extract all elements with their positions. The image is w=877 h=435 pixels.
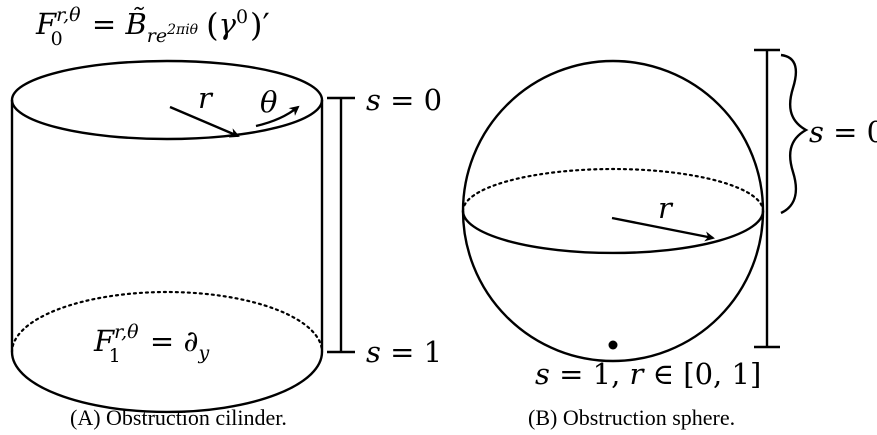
- radius-label: r: [198, 81, 214, 115]
- sphere-radius-label: r: [658, 191, 674, 225]
- top-formula-lhs-sub: 0: [51, 28, 63, 50]
- sphere-bottom-point: [608, 340, 618, 350]
- top-formula-gamma: γ: [219, 7, 237, 41]
- scale-top-rest: = 0: [381, 83, 442, 117]
- bottom-formula-lhs-sub: 1: [109, 345, 121, 367]
- radius-arrow: [169, 105, 240, 138]
- sphere-radius-arrow: [611, 216, 715, 242]
- bottom-formula-partial: ∂: [183, 324, 198, 358]
- top-formula-rhs-sub-sup: 2πiθ: [166, 22, 199, 38]
- top-formula-rhs-base: B̃: [124, 7, 146, 41]
- scale-bottom-label: s = 1: [366, 335, 442, 369]
- brace-label: s = 0: [809, 115, 877, 149]
- top-formula-paren-open: (: [206, 6, 218, 44]
- brace-label-var: s: [809, 115, 824, 149]
- point-label-in: ∈ [0, 1]: [643, 357, 761, 391]
- theta-arrow: [255, 105, 300, 128]
- top-formula-eq: =: [83, 7, 126, 41]
- brace-label-rest: = 0: [824, 115, 877, 149]
- scale-bottom-var: s: [366, 335, 381, 369]
- top-formula-paren-close: )′: [250, 6, 270, 44]
- equator-front-arc: [461, 210, 765, 255]
- bottom-formula-lhs-base: F: [93, 324, 115, 358]
- point-label-s: s: [535, 357, 550, 391]
- panel-b-sphere: r s = 1, r ∈ [0, 1] s = 0 (B) Obstructio…: [461, 48, 877, 430]
- caption-a-prefix: (A): [70, 405, 101, 430]
- caption-b-text: Obstruction sphere.: [557, 405, 735, 430]
- scale-top-label: s = 0: [366, 83, 442, 117]
- bottom-formula-lhs-sup: r,θ: [114, 321, 139, 343]
- caption-a: (A) Obstruction cilinder.: [70, 405, 287, 430]
- theta-label: θ: [260, 85, 277, 119]
- curly-brace: [780, 53, 809, 215]
- point-label-r: r: [630, 357, 646, 391]
- top-formula-lhs-base: F: [35, 7, 57, 41]
- scale-bottom-rest: = 1: [381, 335, 442, 369]
- sphere-point-label: s = 1, r ∈ [0, 1]: [535, 357, 761, 391]
- cylinder-bottom-back-arc: [10, 290, 324, 354]
- cylinder-bottom-front-arc: [10, 351, 324, 414]
- equator-back-arc: [461, 167, 765, 213]
- bottom-formula-partial-sub: y: [197, 342, 209, 364]
- point-label-eq: = 1,: [550, 357, 630, 391]
- caption-a-text: Obstruction cilinder.: [101, 405, 287, 430]
- top-formula-lhs-sup: r,θ: [56, 4, 81, 26]
- caption-b-prefix: (B): [528, 405, 557, 430]
- top-formula-gamma-sup: 0: [236, 6, 248, 28]
- scale-top-var: s: [366, 83, 381, 117]
- sphere-outline: [461, 59, 765, 363]
- caption-b: (B) Obstruction sphere.: [528, 405, 735, 430]
- top-formula-rhs-sub: re: [147, 25, 167, 47]
- bottom-formula-eq: =: [141, 324, 184, 358]
